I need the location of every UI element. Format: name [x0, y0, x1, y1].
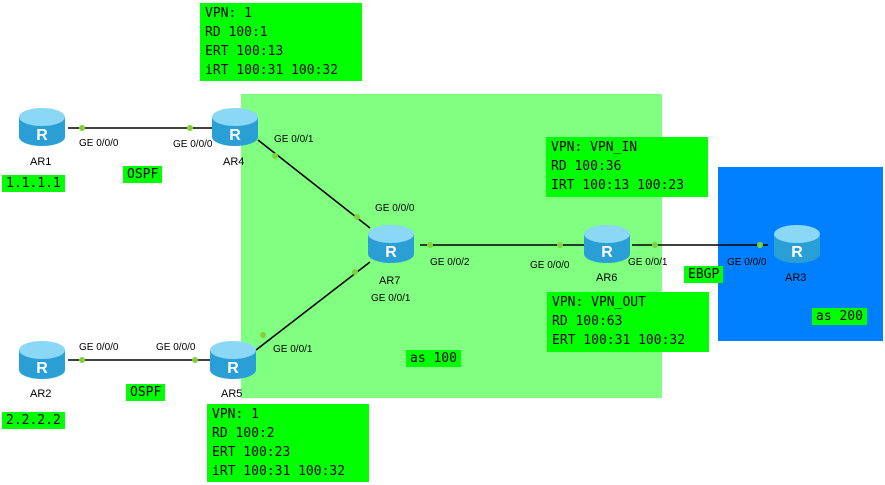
area-label-as100: as 100	[406, 350, 461, 367]
svg-text:R: R	[601, 244, 613, 261]
vpn-line: VPN: 1	[212, 407, 259, 422]
vpn-box-ar5: VPN: 1 RD 100:2 ERT 100:23 iRT 100:31 10…	[207, 404, 369, 482]
vpn-box-ar6-in: VPN: VPN_IN RD 100:36 IRT 100:13 100:23	[546, 137, 708, 197]
svg-text:R: R	[36, 360, 48, 377]
router-icon[interactable]: R	[772, 222, 822, 266]
vpn-box-ar6-out: VPN: VPN_OUT RD 100:63 ERT 100:31 100:32	[547, 292, 709, 352]
port-dot	[354, 214, 360, 220]
vpn-line: ERT 100:13	[205, 44, 284, 59]
vpn-line: VPN: VPN_IN	[551, 140, 638, 155]
port-dot	[557, 242, 563, 248]
svg-text:R: R	[36, 127, 48, 144]
port-dot	[79, 357, 85, 363]
router-icon[interactable]: R	[208, 338, 258, 382]
port-dot	[427, 242, 433, 248]
iface-label-ar6-ge000: GE 0/0/0	[530, 260, 570, 271]
vpn-line: ERT 100:23	[212, 445, 291, 460]
router-icon[interactable]: R	[582, 222, 632, 266]
vpn-line: iRT 100:31 100:32	[212, 464, 346, 479]
device-label-ar7: AR7	[379, 275, 401, 287]
port-dot	[352, 269, 358, 275]
iface-label-ar4-ge000: GE 0/0/0	[173, 139, 213, 150]
ospf-tag-bottom: OSPF	[126, 384, 166, 401]
iface-label-ar2-ge000: GE 0/0/0	[79, 342, 119, 353]
port-dot	[192, 357, 198, 363]
router-icon[interactable]: R	[210, 105, 260, 149]
router-icon[interactable]: R	[366, 222, 416, 266]
vpn-line: iRT 100:31 100:32	[205, 63, 339, 78]
svg-text:R: R	[385, 244, 397, 261]
port-dot	[652, 242, 658, 248]
vpn-line: RD 100:36	[551, 159, 622, 174]
svg-text:R: R	[791, 244, 803, 261]
area-label-as200: as 200	[812, 308, 867, 325]
port-dot	[757, 242, 763, 248]
svg-text:R: R	[227, 360, 239, 377]
ip-tag-ar1: 1.1.1.1	[2, 175, 65, 192]
svg-text:R: R	[229, 127, 241, 144]
vpn-line: ERT 100:31 100:32	[552, 333, 686, 348]
ebgp-tag: EBGP	[684, 266, 724, 283]
iface-label-ar3-ge000: GE 0/0/0	[727, 257, 767, 268]
iface-label-ar7-ge001: GE 0/0/1	[371, 293, 411, 304]
iface-label-ar4-ge001: GE 0/0/1	[274, 134, 314, 145]
vpn-box-ar4: VPN: 1 RD 100:1 ERT 100:13 iRT 100:31 10…	[200, 3, 362, 81]
ospf-tag-top: OSPF	[123, 166, 163, 183]
iface-label-ar5-ge000: GE 0/0/0	[156, 342, 196, 353]
link-ar7-ar5	[255, 261, 371, 351]
port-dot	[260, 332, 266, 338]
iface-label-ar5-ge001: GE 0/0/1	[273, 344, 313, 355]
port-dot	[272, 153, 278, 159]
iface-label-ar7-ge002: GE 0/0/2	[430, 257, 470, 268]
iface-label-ar6-ge001: GE 0/0/1	[628, 257, 668, 268]
device-label-ar2: AR2	[30, 388, 52, 400]
vpn-line: IRT 100:13 100:23	[551, 178, 685, 193]
device-label-ar5: AR5	[221, 388, 243, 400]
router-icon[interactable]: R	[17, 105, 67, 149]
router-icon[interactable]: R	[17, 338, 67, 382]
vpn-line: VPN: 1	[205, 6, 252, 21]
port-dot	[187, 125, 193, 131]
device-label-ar3: AR3	[785, 272, 807, 284]
vpn-line: RD 100:2	[212, 426, 275, 441]
device-label-ar1: AR1	[30, 156, 52, 168]
iface-label-ar1-ge000: GE 0/0/0	[79, 138, 119, 149]
ip-tag-ar2: 2.2.2.2	[2, 412, 65, 429]
port-dot	[79, 125, 85, 131]
vpn-line: RD 100:1	[205, 25, 268, 40]
device-label-ar4: AR4	[223, 156, 245, 168]
vpn-line: RD 100:63	[552, 314, 623, 329]
iface-label-ar7-ge000: GE 0/0/0	[375, 203, 415, 214]
device-label-ar6: AR6	[596, 272, 618, 284]
vpn-line: VPN: VPN_OUT	[552, 295, 646, 310]
